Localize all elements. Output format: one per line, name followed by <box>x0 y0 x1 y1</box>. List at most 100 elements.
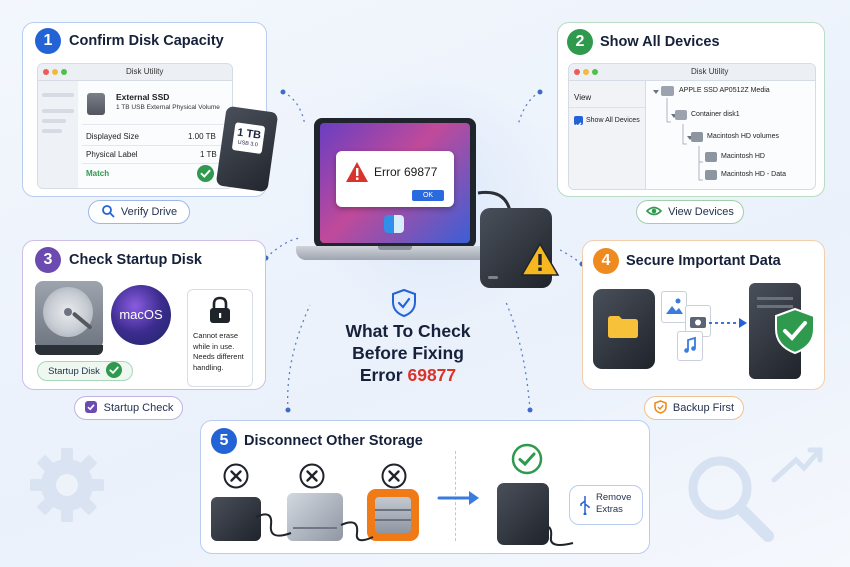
drive-kept <box>497 483 549 545</box>
physical-label-label: Physical Label <box>86 150 138 159</box>
lock-icon <box>207 296 233 324</box>
source-drive <box>593 289 655 369</box>
card-title: Check Startup Disk <box>69 252 202 268</box>
center-title-error-code: 69877 <box>407 365 457 385</box>
window-title: Disk Utility <box>691 67 729 76</box>
window-sidebar <box>38 81 78 188</box>
view-menu: View Show All Devices <box>569 81 646 189</box>
magnifier-small-icon <box>101 204 115 221</box>
physical-label-value: 1 TB <box>200 150 217 159</box>
card-secure-important-data: 4 Secure Important Data <box>582 240 825 390</box>
center-title-line3-prefix: Error <box>359 365 408 385</box>
match-check-icon <box>197 165 214 182</box>
note-line3: Needs different <box>193 352 244 361</box>
match-label: Match <box>86 169 110 178</box>
check-icon <box>105 361 122 381</box>
warning-icon <box>520 242 560 278</box>
card-show-all-devices: 2 Show All Devices Disk Utility View Sho… <box>557 22 825 197</box>
step-number-5: 5 <box>211 428 237 454</box>
drive-dark <box>211 497 261 541</box>
container-icon <box>675 110 687 120</box>
startup-disk-badge: Startup Disk <box>37 361 133 381</box>
pill-startup-check: Startup Check <box>74 396 183 420</box>
card-title: Confirm Disk Capacity <box>69 33 224 49</box>
pill-label: View Devices <box>668 206 734 218</box>
disk-utility-window: Disk Utility External SSD 1 TB USB Exter… <box>37 63 233 189</box>
finder-icon <box>384 215 404 233</box>
card-title: Show All Devices <box>600 34 720 50</box>
tree-item-macintosh-hd[interactable]: Macintosh HD <box>721 153 765 160</box>
remove-extras-line2: Extras <box>596 504 623 515</box>
badge-label: Startup Disk <box>48 365 100 377</box>
disk-utility-window: Disk Utility View Show All Devices <box>568 63 816 190</box>
check-circle-icon <box>511 443 543 475</box>
laptop-base <box>296 246 494 260</box>
pill-verify-drive: Verify Drive <box>88 200 190 224</box>
displayed-size-value: 1.00 TB <box>188 132 216 141</box>
eye-icon <box>645 205 663 220</box>
device-tree: APPLE SSD AP0512Z Media Container disk1 … <box>649 84 814 188</box>
drive-orange-rugged <box>367 489 419 541</box>
image-document-icon <box>661 291 687 323</box>
share-arrows-icon <box>766 440 826 490</box>
gear-icon <box>22 440 112 530</box>
magnifier-icon <box>680 448 780 548</box>
step-number-1: 1 <box>35 28 61 54</box>
laptop-cable <box>477 190 512 212</box>
card-title: Disconnect Other Storage <box>244 433 423 449</box>
tree-item-media[interactable]: APPLE SSD AP0512Z Media <box>679 87 770 94</box>
macos-badge: macOS <box>111 285 171 345</box>
menu-show-all-devices[interactable]: Show All Devices <box>586 117 640 124</box>
transfer-arrow <box>437 491 479 505</box>
drive-silver <box>287 493 343 541</box>
pill-backup-first: Backup First <box>644 396 744 420</box>
step-number-4: 4 <box>593 248 619 274</box>
volume-icon <box>705 152 717 162</box>
note-line2: while in use. <box>193 341 235 351</box>
error-ok-button[interactable]: OK <box>412 190 444 201</box>
shield-check-icon <box>773 307 817 355</box>
usb-icon <box>578 495 592 516</box>
startup-note: Cannot erase while in use. Needs differe… <box>187 289 253 387</box>
pill-label: Verify Drive <box>120 206 178 218</box>
remove-x-icon <box>223 463 249 489</box>
error-dialog-text: Error 69877 <box>374 165 438 179</box>
tree-item-container[interactable]: Container disk1 <box>691 111 740 118</box>
pill-label: Backup First <box>672 402 735 414</box>
card-disconnect-other-storage: 5 Disconnect Other Storage <box>200 420 650 554</box>
card-title: Secure Important Data <box>626 253 781 269</box>
shield-small-icon <box>654 399 667 417</box>
center-title: What To Check Before Fixing Error 69877 <box>318 320 498 386</box>
drive-description: 1 TB USB External Physical Volume <box>116 104 220 111</box>
tree-item-macintosh-hd-data[interactable]: Macintosh HD - Data <box>721 171 786 178</box>
external-drive-warning <box>480 208 562 290</box>
disk-icon <box>661 86 674 96</box>
volume-icon <box>705 170 717 180</box>
pill-label: Startup Check <box>103 402 174 414</box>
menu-view[interactable]: View <box>574 93 592 102</box>
drive-icon <box>87 93 105 115</box>
show-all-checkbox[interactable] <box>574 116 583 128</box>
hard-drive-icon <box>35 281 103 355</box>
remove-x-icon <box>299 463 325 489</box>
transfer-arrow <box>709 318 747 328</box>
external-drive-1tb: 1 TB USB 3.0 <box>215 105 279 193</box>
note-line4: handling. <box>193 362 224 372</box>
music-document-icon <box>677 331 703 361</box>
tree-item-volumes[interactable]: Macintosh HD volumes <box>707 133 779 140</box>
remove-extras-box: Remove Extras <box>569 485 643 525</box>
card-confirm-disk-capacity: 1 Confirm Disk Capacity Disk Utility Ext… <box>22 22 279 197</box>
remove-extras-line1: Remove <box>596 492 632 503</box>
disk-check-icon <box>84 400 98 417</box>
volume-icon <box>691 132 703 142</box>
folder-icon <box>607 315 639 339</box>
center-title-line1: What To Check <box>345 321 471 341</box>
step-number-3: 3 <box>35 247 61 273</box>
shield-icon <box>391 288 417 318</box>
error-dialog: Error 69877 OK <box>336 151 454 207</box>
remove-x-icon <box>381 463 407 489</box>
displayed-size-label: Displayed Size <box>86 132 139 141</box>
warning-icon <box>345 161 369 183</box>
drive-name: External SSD <box>116 92 170 102</box>
laptop: Error 69877 OK <box>296 118 494 268</box>
